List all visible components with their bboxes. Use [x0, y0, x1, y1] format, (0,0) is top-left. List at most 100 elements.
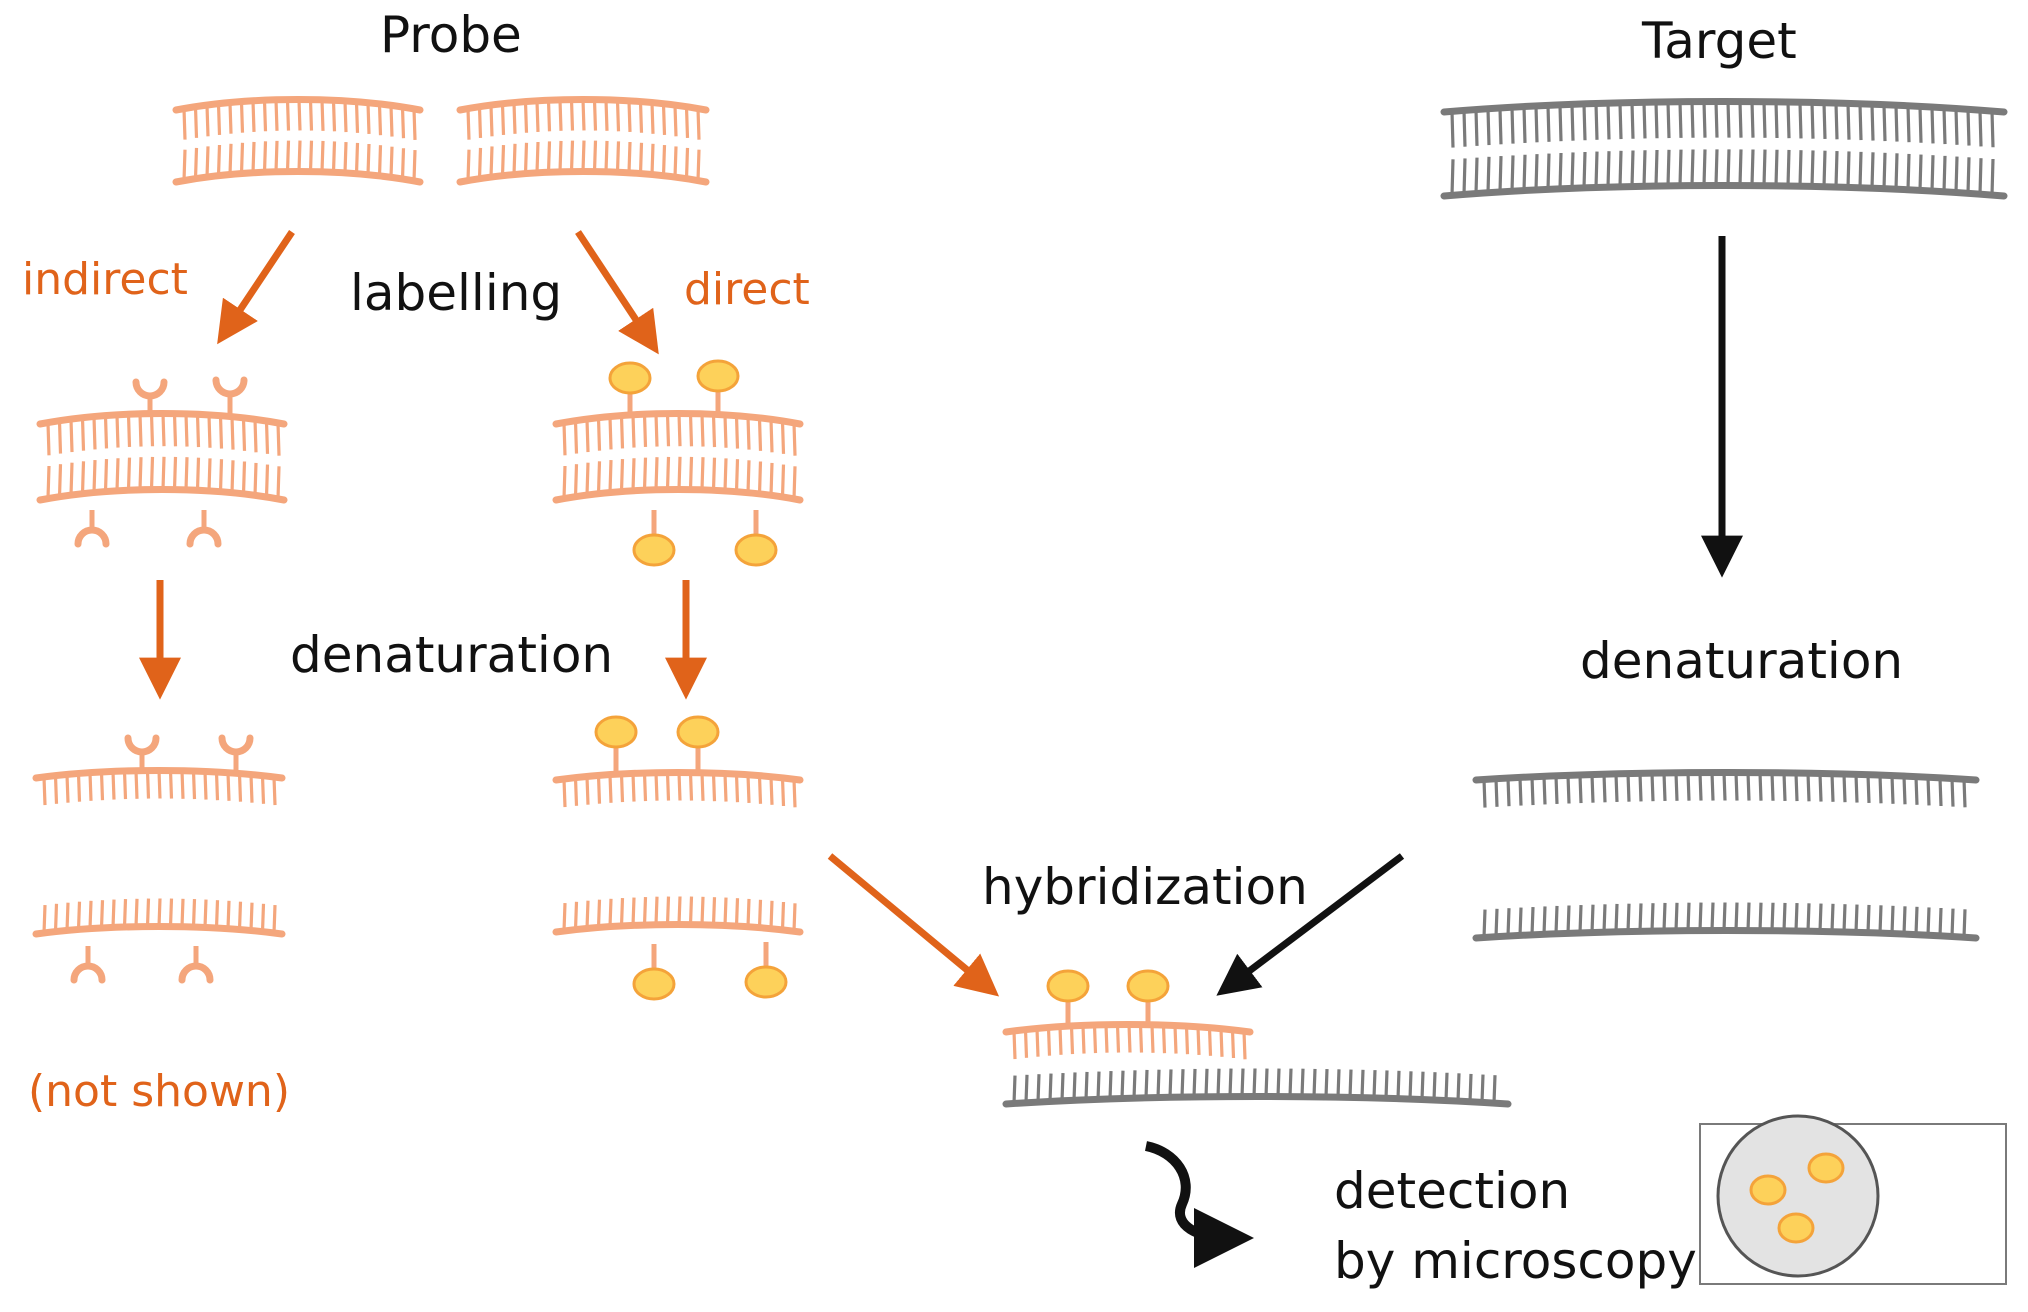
- dna-base: [251, 100, 256, 132]
- dna-base: [1081, 1025, 1086, 1054]
- dna-base: [331, 141, 337, 173]
- dna-base: [631, 414, 636, 448]
- dna-base: [1456, 1073, 1461, 1102]
- dna-backbone: [36, 486, 288, 504]
- dna-base: [1108, 1071, 1113, 1100]
- dna-base: [1710, 902, 1715, 931]
- dna-base: [792, 903, 797, 932]
- dna-base: [88, 900, 93, 929]
- dna-backbone: [172, 96, 424, 114]
- dna-base: [523, 101, 529, 133]
- dna-base: [1834, 151, 1839, 188]
- dna-base: [1240, 1068, 1245, 1097]
- label-cup: [212, 376, 248, 398]
- dna-base: [1036, 1074, 1041, 1103]
- dna-base: [677, 772, 682, 801]
- dna-base: [585, 419, 590, 453]
- dna-base: [1918, 154, 1923, 191]
- dna-base: [677, 456, 682, 490]
- dna-base: [1786, 102, 1791, 139]
- dna-base: [195, 457, 201, 491]
- dna-base: [389, 105, 394, 137]
- dna-base: [1818, 903, 1823, 932]
- dna-base: [1396, 1070, 1401, 1099]
- dna-base: [276, 466, 281, 500]
- dna-base: [1902, 906, 1907, 935]
- dna-base: [134, 898, 139, 927]
- dna-base: [769, 900, 774, 929]
- dna-base: [1494, 908, 1499, 937]
- dna-base: [228, 102, 233, 134]
- dna-base: [1738, 149, 1743, 186]
- label-dot: [676, 715, 720, 749]
- label-dot: [632, 967, 676, 1001]
- dna-base: [297, 99, 302, 131]
- dna-base: [1734, 772, 1739, 801]
- dna-base: [320, 99, 325, 131]
- dna-base: [1420, 1071, 1425, 1100]
- dna-base: [1770, 902, 1775, 931]
- dna-base: [700, 413, 705, 447]
- dna-base: [489, 146, 494, 178]
- dna-base: [1312, 1068, 1317, 1097]
- dna-base: [780, 777, 786, 807]
- dna-base: [1207, 1027, 1213, 1056]
- dna-base: [1288, 1068, 1293, 1097]
- dna-base: [308, 140, 314, 172]
- dna-base: [1926, 907, 1931, 936]
- dna-base: [1654, 149, 1659, 187]
- dna-base: [1530, 776, 1535, 806]
- dna-base: [249, 902, 254, 931]
- fluorophore-label: [676, 715, 720, 772]
- dna-base: [1012, 1075, 1017, 1104]
- dna-base: [65, 774, 70, 803]
- labelling-label: labelling: [350, 264, 563, 322]
- dna-base: [700, 457, 705, 490]
- dna-base: [400, 107, 406, 139]
- dna-base: [746, 416, 751, 450]
- dna-backbone: [552, 769, 804, 784]
- dna-base: [249, 774, 254, 803]
- dna-base: [1746, 902, 1751, 931]
- dna-base: [1534, 106, 1539, 143]
- dna-base: [1750, 101, 1755, 138]
- dna-base: [207, 415, 212, 448]
- dna-base: [343, 101, 348, 133]
- dna-base: [145, 770, 151, 799]
- dna-base: [1894, 105, 1899, 142]
- dna-base: [573, 777, 579, 806]
- dna-base: [214, 900, 220, 929]
- indirect-labelling-arrow: [217, 230, 295, 345]
- dna-base: [1462, 158, 1467, 195]
- dna-base: [638, 101, 644, 133]
- dna-base: [274, 140, 279, 172]
- dna-backbone: [1440, 98, 2008, 116]
- dna-base: [172, 413, 178, 447]
- dna-base: [1642, 150, 1647, 187]
- dna-base: [57, 420, 63, 454]
- dna-base: [1336, 1069, 1341, 1098]
- dna-base: [466, 108, 471, 140]
- dna-base: [69, 462, 74, 496]
- dna-base: [1618, 102, 1623, 140]
- dna-base: [1938, 907, 1943, 937]
- probe-title: Probe: [380, 6, 522, 64]
- dna-backbone: [32, 923, 286, 938]
- dna-base: [535, 141, 540, 174]
- dna-base: [262, 141, 268, 173]
- dna-base: [99, 772, 105, 801]
- dna-base: [253, 462, 258, 496]
- dna-base: [1702, 149, 1707, 186]
- dna-base: [734, 898, 740, 927]
- label-cup: [124, 734, 160, 756]
- dna-base: [523, 142, 529, 174]
- dna-base: [1882, 104, 1887, 142]
- label-cup: [132, 378, 168, 400]
- fluorophore-label: [608, 361, 652, 418]
- hapten-label: [186, 510, 222, 548]
- dna-base: [1072, 1072, 1077, 1101]
- dna-base: [1546, 105, 1551, 142]
- dna-base: [1830, 903, 1835, 932]
- direct-single-strand-top: [552, 769, 804, 808]
- dna-base: [573, 464, 579, 497]
